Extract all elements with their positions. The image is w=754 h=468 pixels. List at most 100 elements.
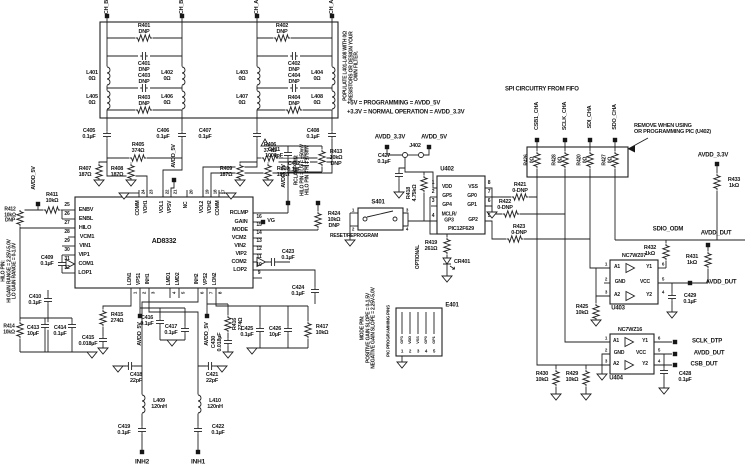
contact-circle xyxy=(418,152,424,158)
label-vpsv: VPSV xyxy=(167,200,174,214)
label-28: 28 xyxy=(64,229,70,236)
label-mode: MODE xyxy=(232,226,248,233)
label-4: 4 xyxy=(405,226,409,232)
label-rclamp: RCLAMP PIN: HILO PIN = LO = ±50mV HILO P… xyxy=(293,144,311,196)
contact-circle xyxy=(362,216,368,222)
label-vcm2: VCM2 xyxy=(231,234,247,241)
label-c428: C428 0.1µF xyxy=(678,370,692,383)
wire xyxy=(485,220,590,240)
label-r433: R433 1kΩ xyxy=(727,176,741,189)
wire xyxy=(403,212,409,227)
label-3: 3 xyxy=(416,348,420,354)
label-r405: R405 374Ω xyxy=(131,141,145,154)
label-6: 6 xyxy=(487,198,491,205)
label-lmd1: LMD1 xyxy=(166,272,173,286)
label-pic: PIC PROGRAMMING PINS xyxy=(385,305,391,357)
label-c411: C411 1000pF xyxy=(265,146,283,159)
label-pic12f629: PIC12F629 xyxy=(447,225,475,232)
label-21: 21 xyxy=(172,189,178,195)
label-11: 11 xyxy=(256,254,262,261)
label-com1: COM1 xyxy=(78,260,94,267)
label-r429: R429 10kΩ xyxy=(565,370,579,383)
wire xyxy=(424,149,430,156)
component-box xyxy=(436,175,486,235)
label-lmd2: LMD2 xyxy=(175,272,182,286)
label-voh1: VOH1 xyxy=(143,200,150,214)
label-4: 4 xyxy=(661,289,665,295)
label-inh2: INH2 xyxy=(194,273,201,285)
wire xyxy=(239,161,257,164)
contact-circle xyxy=(392,216,398,222)
label-23: 23 xyxy=(148,189,154,195)
label-inh1: INH1 xyxy=(145,273,152,285)
label-12: 12 xyxy=(256,246,262,253)
label-c413: C413 10µF xyxy=(26,324,40,337)
label-vps1: VPS1 xyxy=(136,273,143,285)
label-avdd_5v: AVDD_5V xyxy=(421,134,447,141)
label-lop2: LOP2 xyxy=(233,266,247,273)
label-c412: C412 0.1µF xyxy=(287,160,301,173)
label-1: 1 xyxy=(431,180,435,187)
label-c405: C405 0.1µF xyxy=(82,127,96,140)
label-mclr: MCLR/ GP3 xyxy=(441,211,457,223)
label-l409: L409 120nH xyxy=(151,397,167,410)
label-c402: C402 DNP xyxy=(287,60,301,73)
label-10: 10 xyxy=(256,262,262,269)
label-20: 20 xyxy=(188,189,194,195)
label-enbl: ENBL xyxy=(78,215,94,222)
component-box xyxy=(357,207,404,231)
label-15: 15 xyxy=(256,222,262,229)
label-13: 13 xyxy=(256,238,262,245)
label-c429: C429 0.1µF xyxy=(683,292,697,305)
label-gp1: GP1 xyxy=(430,336,436,344)
label-vg: VG xyxy=(267,217,275,224)
label-r412: R412 10kΩ DNP xyxy=(4,206,16,224)
label-ch_b: CH_B xyxy=(103,0,110,15)
label-avdd_5v: AVDD_5V xyxy=(170,144,177,168)
label-c421: C421 22pF xyxy=(205,371,219,384)
label-r403: R403 DNP xyxy=(137,94,151,107)
label-resetreprogram: RESET/REPROGRAM xyxy=(330,233,379,240)
label-c410: C410 0.1µF xyxy=(28,293,42,306)
label-ch_a: CH_A xyxy=(328,0,335,15)
label-r407: R407 187Ω xyxy=(78,165,92,178)
label-3: 3 xyxy=(604,289,608,295)
label-c407: C407 0.1µF xyxy=(198,127,212,140)
label-17: 17 xyxy=(220,189,226,195)
label-c416: C416 0.1µF xyxy=(140,314,154,327)
label-c424: C424 0.1µF xyxy=(291,284,305,297)
label-a2: A2 xyxy=(614,292,620,299)
label-r413: R413 10kΩ DNP xyxy=(329,148,343,168)
label-avdd_3.3v: AVDD_3.3V xyxy=(697,152,729,159)
label-vss: VSS xyxy=(468,184,478,191)
label-l408: L408 0Ω xyxy=(311,93,323,106)
label-vcm1: VCM1 xyxy=(79,233,95,240)
label-avdd_5v: AVDD_5V xyxy=(203,322,210,346)
label-y1: Y1 xyxy=(642,338,648,345)
label-6: 6 xyxy=(657,335,661,341)
label-r431: R431 1kΩ xyxy=(685,253,699,266)
label-c430: C430 0.018µF xyxy=(210,332,223,352)
label-1: 1 xyxy=(400,348,404,354)
wire xyxy=(202,139,258,197)
label-vdd: VDD xyxy=(442,184,452,191)
label-c406: C406 0.1µF xyxy=(156,127,170,140)
label-4: 4 xyxy=(657,358,661,364)
label-8: 8 xyxy=(487,180,491,187)
label-2: 2 xyxy=(604,347,608,353)
label-rclmp: RCLMP xyxy=(229,209,249,216)
label-j402: J402 xyxy=(409,142,421,149)
label-22: 22 xyxy=(164,189,170,195)
label-c409: C409 0.1µF xyxy=(40,254,54,267)
label-optional: OPTIONAL xyxy=(415,244,422,270)
label-gp1: GP1 xyxy=(467,202,477,209)
label-c415: C415 0.018µF xyxy=(78,334,98,347)
wire xyxy=(398,167,405,192)
label-r418: R418 4.75kΩ xyxy=(405,184,418,202)
label-inh2: INH2 xyxy=(134,458,150,466)
label-4: 4 xyxy=(171,291,177,295)
label-mode: MODE PIN: POSITIVE GAIN SLOPE = 0-1.5V N… xyxy=(359,287,377,369)
